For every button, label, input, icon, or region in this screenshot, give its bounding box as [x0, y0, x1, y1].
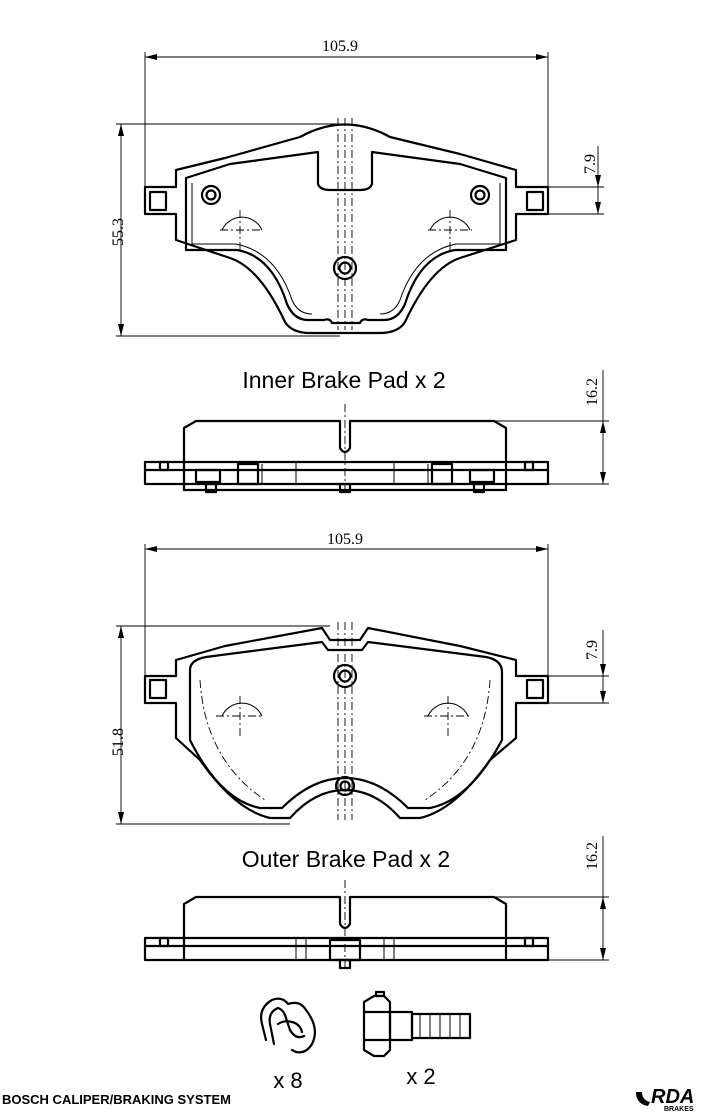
inner-backing-plate — [143, 123, 550, 335]
inner-width-label: 105.9 — [322, 38, 358, 55]
brand-logo-subtext: BRAKES — [664, 1106, 694, 1113]
inner-tab-dimension: 7.9 — [540, 146, 604, 215]
system-label: BOSCH CALIPER/BRAKING SYSTEM — [2, 1092, 231, 1107]
bolt-icon — [362, 990, 472, 1058]
inner-friction-outline — [184, 150, 508, 325]
outer-friction-outline — [188, 640, 504, 810]
inner-height-label: 55.3 — [110, 218, 127, 246]
brand-logo-text: RDA — [651, 1086, 694, 1108]
outer-tab-label: 7.9 — [584, 640, 601, 660]
outer-pad-side-view: 16.2 — [143, 836, 609, 970]
outer-tab-dimension: 7.9 — [540, 630, 609, 704]
inner-tab-label: 7.9 — [582, 154, 599, 174]
inner-pad-side-view: 16.2 — [143, 370, 609, 494]
inner-width-dimension: 105.9 — [144, 38, 549, 190]
inner-side-backing — [143, 460, 550, 486]
inner-thickness-label: 16.2 — [584, 378, 601, 406]
outer-backing-plate — [143, 626, 550, 820]
outer-width-dimension: 105.9 — [144, 531, 549, 676]
outer-side-backing — [143, 936, 550, 962]
inner-pad-front-view: 105.9 55.3 7.9 — [110, 38, 604, 337]
clip-icon — [260, 997, 317, 1054]
inner-pad-caption: Inner Brake Pad x 2 — [242, 367, 445, 393]
clip-quantity: x 8 — [273, 1068, 302, 1093]
inner-pin-hole-left — [200, 184, 222, 206]
outer-width-label: 105.9 — [327, 531, 363, 548]
outer-thickness-label: 16.2 — [584, 842, 601, 870]
brand-logo: RDA BRAKES — [636, 1086, 694, 1113]
bolt-quantity: x 2 — [406, 1064, 435, 1089]
outer-height-dimension: 51.8 — [110, 625, 330, 825]
outer-pad-front-view: 105.9 51.8 7.9 — [110, 531, 609, 825]
outer-pad-caption: Outer Brake Pad x 2 — [242, 846, 450, 872]
outer-height-label: 51.8 — [110, 728, 127, 756]
inner-pin-hole-right — [469, 184, 491, 206]
inner-height-dimension: 55.3 — [110, 123, 345, 337]
